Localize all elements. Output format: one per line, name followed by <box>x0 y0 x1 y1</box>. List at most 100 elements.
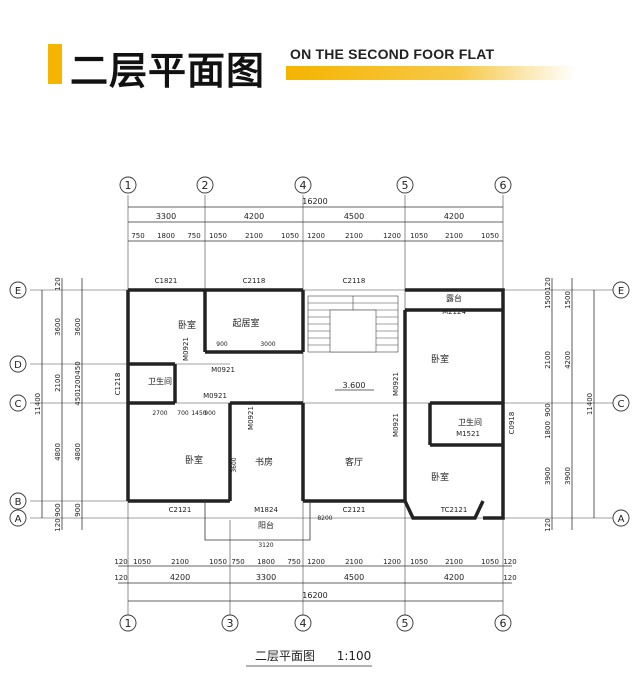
caption-title: 二层平面图 <box>255 649 315 663</box>
bottom-axis-bubbles: 1 3 4 5 6 <box>119 614 512 632</box>
window-label: C2118 <box>243 277 266 285</box>
room-bedroom-ne: 卧室 <box>431 353 449 365</box>
stairs <box>307 295 399 353</box>
door-label: M0921 <box>182 337 190 361</box>
dim-text: 1050 <box>481 232 499 240</box>
dim-text: 1050 <box>209 558 227 566</box>
door-label: M0921 <box>392 372 400 396</box>
dim-text: 4200 <box>244 212 264 221</box>
axis-grid <box>30 195 620 615</box>
dim-text: 1800 <box>257 558 275 566</box>
dim-text: 3300 <box>156 212 176 221</box>
dim-text: 750 <box>231 558 244 566</box>
door-label: M2124 <box>442 308 466 316</box>
dim-text: 900 <box>216 341 228 348</box>
axis-label: 4 <box>300 179 307 192</box>
top-axis-bubbles: 1 2 4 5 6 <box>119 176 512 194</box>
dim-text: 1050 <box>410 232 428 240</box>
axis-label: E <box>618 286 624 297</box>
page-subtitle: ON THE SECOND FOOR FLAT <box>290 46 495 62</box>
room-bedroom-se: 卧室 <box>431 471 449 483</box>
dim-text: 750 <box>187 232 200 240</box>
dim-text: 11400 <box>34 393 42 415</box>
header: 二层平面图 ON THE SECOND FOOR FLAT <box>0 0 640 100</box>
left-axis-bubbles: E D C B A <box>9 281 27 527</box>
dim-text: 3300 <box>256 573 276 582</box>
room-bathroom-east: 卫生间 <box>458 417 482 427</box>
dim-text: 4200 <box>444 573 464 582</box>
top-dimensions: 16200 3300 4200 4500 4200 750 1800 750 1… <box>128 197 503 242</box>
dim-text: 3120 <box>258 542 273 549</box>
axis-label: A <box>618 514 625 525</box>
dim-text: 3600 <box>74 318 82 336</box>
dim-text: 4500 <box>344 212 364 221</box>
window-label: C1821 <box>155 277 178 285</box>
dim-text: 120 <box>54 518 62 531</box>
title-underline-bar <box>286 66 576 80</box>
room-hall: 客厅 <box>345 456 363 468</box>
dim-text: 3600 <box>231 457 238 472</box>
dim-text: 4800 <box>54 443 62 461</box>
room-bathroom-west: 卫生间 <box>148 376 172 386</box>
right-dimensions: 120 1500 2100 900 1800 3900 120 1500 420… <box>544 277 595 532</box>
door-label: M0921 <box>211 366 235 374</box>
dim-text: 2100 <box>54 374 62 392</box>
axis-label: 5 <box>402 179 409 192</box>
dim-text: 1500 <box>544 291 552 309</box>
door-label: M1521 <box>456 430 480 438</box>
room-balcony: 阳台 <box>258 520 274 530</box>
dim-text: 2700 <box>152 410 167 417</box>
dim-text: 450 <box>74 392 82 405</box>
dim-text: 120 <box>54 277 62 290</box>
dim-text: 120 <box>544 277 552 290</box>
window-label: C2118 <box>343 277 366 285</box>
dim-text: 2100 <box>245 232 263 240</box>
dim-text: 900 <box>54 503 62 516</box>
dim-text: 11400 <box>586 393 594 415</box>
dim-text: 16200 <box>302 197 327 206</box>
dim-text: 2100 <box>171 558 189 566</box>
dim-text: 3000 <box>260 341 275 348</box>
footer-caption: 二层平面图 1:100 <box>246 649 372 667</box>
dim-text: 4500 <box>344 573 364 582</box>
dim-text: 1050 <box>410 558 428 566</box>
dim-text: 1800 <box>157 232 175 240</box>
room-living-room: 起居室 <box>232 317 259 329</box>
opening-labels: C1821 C2118 C2118 M2124 M0921 M0921 C121… <box>114 277 516 514</box>
door-label: M0921 <box>247 406 255 430</box>
page-title: 二层平面图 <box>70 49 266 93</box>
dim-text: 2100 <box>445 232 463 240</box>
axis-label: 6 <box>500 617 507 630</box>
dim-text: 3900 <box>564 467 572 485</box>
dim-text: 120 <box>114 574 127 582</box>
axis-label: 6 <box>500 179 507 192</box>
dim-text: 120 <box>114 558 127 566</box>
axis-label: 2 <box>202 179 209 192</box>
dim-text: 4200 <box>444 212 464 221</box>
axis-label: C <box>15 399 22 410</box>
dim-text: 750 <box>131 232 144 240</box>
axis-label: D <box>14 360 22 371</box>
dim-text: 1200 <box>307 232 325 240</box>
dim-text: 1050 <box>281 232 299 240</box>
walls <box>126 288 505 541</box>
room-study: 书房 <box>255 456 273 468</box>
dim-text: 4200 <box>170 573 190 582</box>
dim-text: 1450 <box>191 410 206 417</box>
dim-text: 8200 <box>317 515 332 522</box>
dim-text: 3600 <box>54 318 62 336</box>
left-dimensions: 11400 120 3600 2100 4800 900 3600 450 12… <box>34 277 83 532</box>
axis-label: E <box>15 286 21 297</box>
axis-label: B <box>15 497 22 508</box>
elevation-mark: 3.600 <box>343 381 366 390</box>
title-accent-bar <box>48 44 62 84</box>
dim-text: 120 <box>503 558 516 566</box>
window-label: C0918 <box>508 412 516 435</box>
misc-annotations: 3.600 3000 900 2700 3600 3120 1450 900 7… <box>152 341 374 549</box>
axis-label: 4 <box>300 617 307 630</box>
door-label: M0921 <box>203 392 227 400</box>
dim-text: 900 <box>74 503 82 516</box>
dim-text: 900 <box>204 410 216 417</box>
window-label: C2121 <box>343 506 366 514</box>
dim-text: 1050 <box>481 558 499 566</box>
